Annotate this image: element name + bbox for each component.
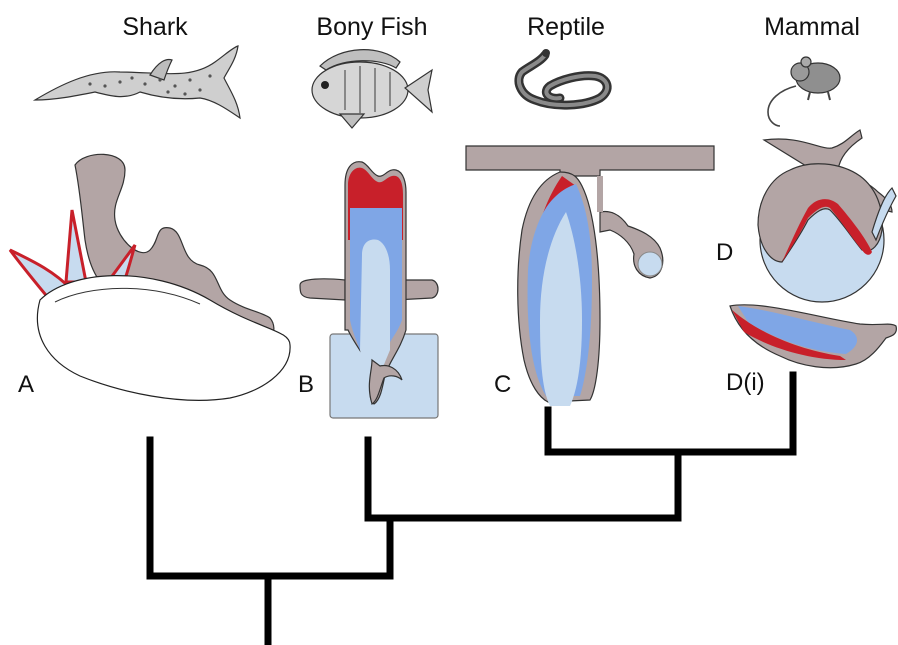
panel-label-c: C <box>494 371 511 398</box>
snake-illustration-icon <box>519 49 607 105</box>
taxon-label-mammal: Mammal <box>764 13 860 41</box>
panel-c-reptile-tooth-diagram <box>466 146 714 406</box>
panel-label-d: D <box>716 239 733 266</box>
panel-a-shark-tooth-diagram <box>10 154 290 400</box>
phylogenetic-tree <box>150 375 793 645</box>
panel-label-b: B <box>298 371 314 398</box>
panel-d-mammal-tooth-diagram <box>730 130 896 368</box>
panel-label-d-i: D(i) <box>726 369 765 396</box>
reptile-oral-epithelium <box>466 146 714 176</box>
taxon-label-bony-fish: Bony Fish <box>316 13 427 41</box>
reptile-replacement-tooth-bud <box>638 252 662 276</box>
tree-branch-gnathostomes <box>150 440 390 576</box>
mouse-illustration-icon <box>768 57 840 126</box>
panel-label-a: A <box>18 371 34 398</box>
taxon-label-reptile: Reptile <box>527 13 605 41</box>
taxon-label-shark: Shark <box>122 13 188 41</box>
shark-illustration-icon <box>35 46 240 118</box>
panel-b-bony-fish-tooth-diagram <box>300 162 438 418</box>
bony-fish-illustration-icon <box>312 50 432 128</box>
